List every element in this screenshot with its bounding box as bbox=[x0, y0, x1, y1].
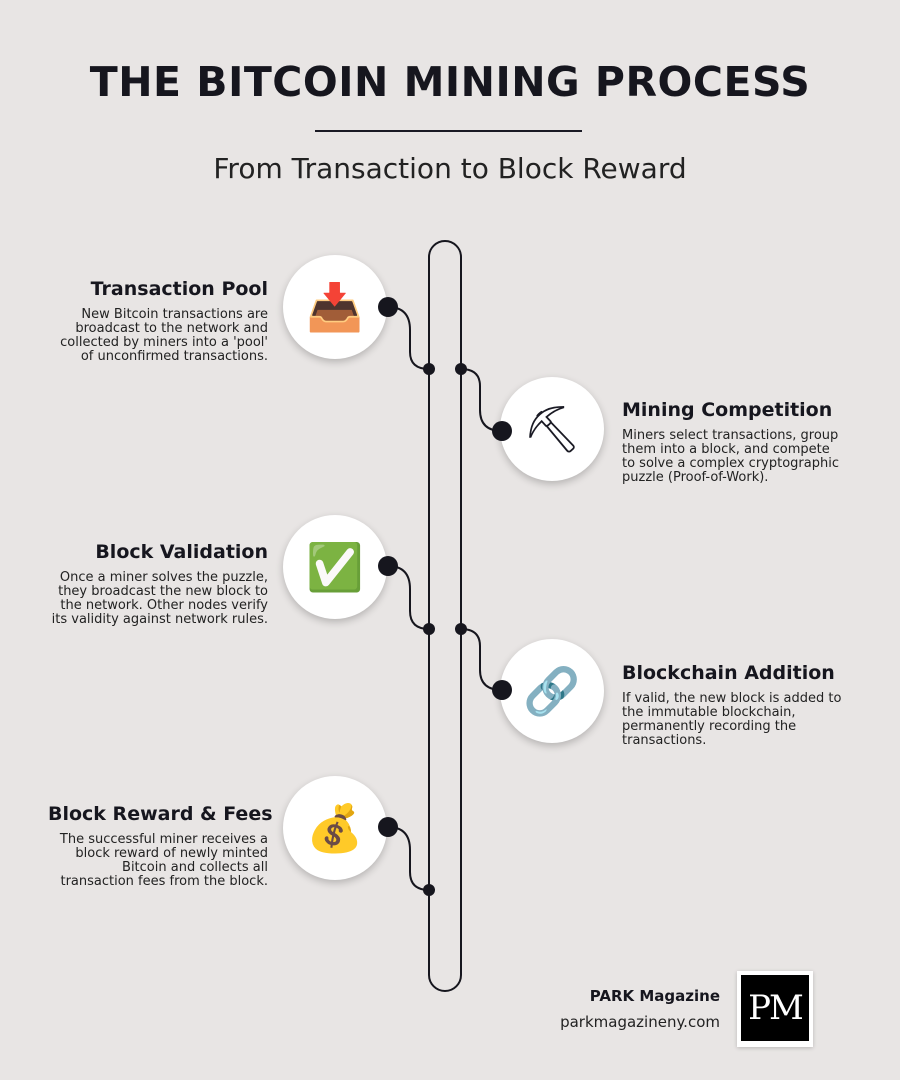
connector-dot bbox=[378, 297, 398, 317]
track-node bbox=[423, 363, 435, 375]
step-transaction-pool: Transaction Pool New Bitcoin transaction… bbox=[48, 278, 268, 364]
inbox-tray-icon: 📥 bbox=[306, 280, 364, 334]
connector-transaction-pool bbox=[387, 306, 430, 370]
step-title: Block Validation bbox=[95, 541, 268, 563]
step-icon-circle: 📥 bbox=[283, 255, 387, 359]
money-bag-icon: 💰 bbox=[306, 801, 364, 855]
page-subtitle: From Transaction to Block Reward bbox=[213, 152, 687, 185]
step-block-reward: Block Reward & Fees The successful miner… bbox=[48, 803, 273, 889]
brand-url[interactable]: parkmagazineny.com bbox=[560, 1013, 720, 1031]
chain-link-icon: 🔗 bbox=[523, 664, 581, 718]
title-divider bbox=[315, 130, 582, 132]
track-node bbox=[423, 884, 435, 896]
step-description: Once a miner solves the puzzle, they bro… bbox=[51, 570, 268, 627]
brand-logo: PM bbox=[737, 971, 813, 1047]
step-icon-circle: 💰 bbox=[283, 776, 387, 880]
pickaxe-icon: ⛏ bbox=[522, 402, 582, 456]
timeline-track bbox=[428, 240, 462, 992]
connector-block-reward bbox=[387, 826, 430, 891]
connector-dot bbox=[492, 680, 512, 700]
step-blockchain-addition: Blockchain Addition If valid, the new bl… bbox=[622, 662, 842, 748]
logo-mark: PM bbox=[741, 975, 809, 1041]
step-mining-competition: Mining Competition Miners select transac… bbox=[622, 399, 842, 485]
step-icon-circle: 🔗 bbox=[500, 639, 604, 743]
step-title: Blockchain Addition bbox=[622, 662, 835, 684]
step-description: Miners select transactions, group them i… bbox=[622, 428, 839, 485]
step-icon-circle: ✅ bbox=[283, 515, 387, 619]
step-description: If valid, the new block is added to the … bbox=[622, 691, 842, 748]
page-title: THE BITCOIN MINING PROCESS bbox=[89, 58, 811, 106]
connector-blockchain-addition bbox=[460, 628, 503, 691]
connector-dot bbox=[378, 556, 398, 576]
brand-block: PARK Magazine parkmagazineny.com bbox=[560, 987, 720, 1031]
connector-dot bbox=[378, 817, 398, 837]
step-title: Mining Competition bbox=[622, 399, 833, 421]
step-description: The successful miner receives a block re… bbox=[59, 832, 268, 889]
track-node bbox=[455, 363, 467, 375]
track-node bbox=[455, 623, 467, 635]
step-block-validation: Block Validation Once a miner solves the… bbox=[48, 541, 268, 627]
step-title: Transaction Pool bbox=[90, 278, 268, 300]
connector-block-validation bbox=[387, 565, 430, 630]
track-node bbox=[423, 623, 435, 635]
check-mark-icon: ✅ bbox=[306, 540, 364, 594]
brand-name: PARK Magazine bbox=[589, 987, 720, 1005]
connector-mining-competition bbox=[460, 368, 503, 432]
connector-dot bbox=[492, 421, 512, 441]
step-icon-circle: ⛏ bbox=[500, 377, 604, 481]
step-description: New Bitcoin transactions are broadcast t… bbox=[60, 307, 268, 364]
step-title: Block Reward & Fees bbox=[48, 803, 273, 825]
